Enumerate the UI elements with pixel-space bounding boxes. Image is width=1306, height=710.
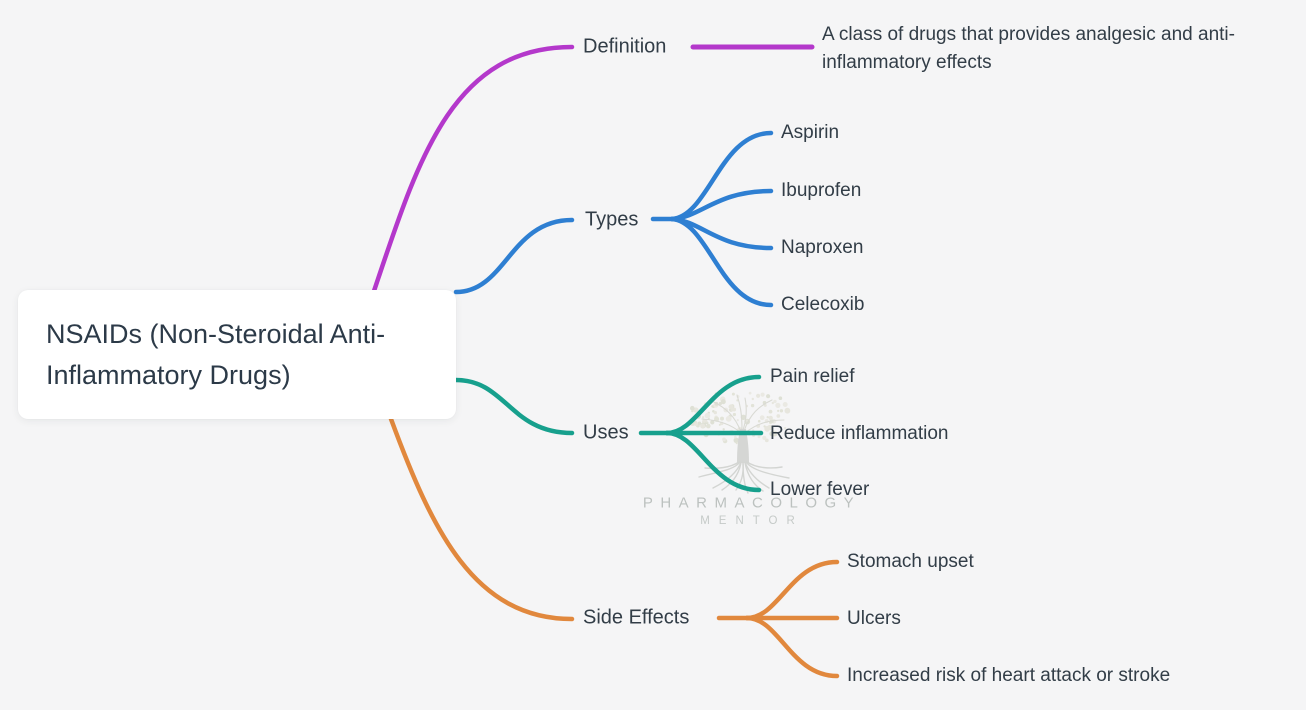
branch-uses-lines (453, 374, 764, 493)
root-node[interactable]: NSAIDs (Non-Steroidal Anti-Inflammatory … (18, 290, 456, 419)
branch-definition-curve (371, 44, 575, 294)
tree-leaf-dot (778, 396, 783, 401)
tree-leaf-dot (718, 401, 723, 406)
tree-leaf-dot (711, 405, 714, 408)
tree-leaf-dot (756, 393, 761, 398)
node-pain-relief[interactable]: Pain relief (770, 366, 855, 387)
tree-leaf-dot (757, 419, 761, 423)
tree-roots (698, 461, 790, 494)
tree-leaf-dot (763, 425, 766, 428)
tree-leaf-dot (760, 392, 765, 397)
tree-leaf-dot (769, 431, 774, 436)
node-increased-risk[interactable]: Increased risk of heart attack or stroke (847, 665, 1171, 686)
tree-leaf-dot (713, 410, 717, 415)
tree-leaf-dot (734, 435, 737, 439)
tree-leaf-dot (766, 394, 771, 399)
tree-leaf-dot (759, 415, 765, 421)
tree-leaf-dot (700, 423, 706, 429)
connector-aspirin (669, 130, 774, 222)
tree-leaf-dot (773, 399, 777, 404)
tree-leaf-dot (757, 435, 761, 439)
tree-leaf-dot (762, 435, 767, 440)
tree-leaf-dot (736, 419, 739, 422)
node-uses[interactable]: Uses (583, 421, 629, 444)
branch-types-curve (453, 217, 575, 295)
tree-leaf-dot (784, 427, 787, 430)
branch-uses-curve (453, 377, 575, 436)
node-types[interactable]: Types (585, 208, 639, 231)
node-stomach-upset[interactable]: Stomach upset (847, 551, 974, 572)
tree-leaf-dot (697, 421, 702, 425)
node-celecoxib[interactable]: Celecoxib (781, 294, 865, 315)
tree-leaf-dot (767, 424, 773, 430)
branch-side-effects-curve (388, 416, 575, 622)
tree-leaf-dot (777, 409, 780, 412)
tree-leaf-dot (704, 412, 711, 419)
tree-leaf-dot (763, 403, 767, 407)
node-ibuprofen[interactable]: Ibuprofen (781, 180, 862, 201)
root-node-title: NSAIDs (Non-Steroidal Anti-Inflammatory … (46, 318, 386, 390)
connector-stomach-upset (744, 559, 840, 621)
tree-leaf-dot (690, 405, 695, 411)
tree-leaf-dot (701, 416, 705, 419)
connector-increased-risk (744, 615, 840, 679)
node-side-effects[interactable]: Side Effects (583, 606, 690, 629)
tree-leaf-dot (764, 438, 769, 443)
tree-leaf-dot (748, 391, 752, 395)
tree-leaf-dot (732, 412, 737, 417)
node-definition[interactable]: Definition (583, 35, 667, 58)
watermark-brand-subtext: MENTOR (700, 515, 804, 527)
tree-leaf-dot (733, 437, 739, 443)
node-ulcers[interactable]: Ulcers (847, 608, 901, 629)
tree-leaf-dot (766, 416, 769, 419)
tree-trunk (737, 429, 749, 463)
tree-leaf-dot (775, 402, 781, 408)
tree-leaf-dot (779, 409, 784, 413)
branch-side-effects-lines (388, 416, 840, 679)
connector-celecoxib (669, 216, 774, 308)
tree-leaf-dot (768, 409, 773, 414)
tree-leaf-dot (782, 402, 788, 407)
tree-leaf-dot (771, 401, 774, 405)
tree-leaf-dot (735, 442, 738, 445)
connector-ibuprofen (669, 188, 774, 222)
watermark-brand-text: PHARMACOLOGY (642, 494, 862, 512)
node-lower-fever[interactable]: Lower fever (770, 479, 870, 500)
tree-leaf-dot (691, 410, 694, 413)
tree-leaf-dot (725, 415, 732, 422)
tree-leaf-dot (706, 423, 711, 429)
tree-leaf-dot (784, 407, 791, 414)
branch-types-lines (453, 130, 774, 308)
connector-pain-relief (664, 374, 762, 436)
tree-leaf-dot (732, 407, 737, 412)
connector-lower-fever (664, 430, 762, 493)
tree-leaf-dot (751, 397, 754, 401)
tree-leaf-dot (694, 422, 698, 426)
tree-leaf-dot (693, 407, 699, 413)
node-aspirin[interactable]: Aspirin (781, 122, 840, 143)
branch-definition-lines (371, 44, 815, 294)
node-definition-note[interactable]: A class of drugs that provides analgesic… (822, 24, 1235, 73)
tree-leaf-dot (750, 403, 755, 408)
tree-leaf-dot (722, 428, 725, 431)
tree-leaf-dot (728, 404, 734, 410)
tree-leaf-dot (776, 414, 781, 418)
tree-leaf-dot (710, 420, 715, 425)
node-reduce-inflammation[interactable]: Reduce inflammation (770, 423, 949, 444)
tree-leaf-dot (720, 416, 724, 421)
tree-leaf-dot (720, 399, 726, 405)
node-naproxen[interactable]: Naproxen (781, 237, 864, 258)
tree-leaf-dot (728, 408, 732, 412)
tree-leaf-dot (704, 422, 707, 425)
tree-leaf-dot (722, 437, 726, 442)
tree-leaf-dot (745, 419, 749, 422)
tree-leaf-dot (731, 392, 735, 396)
tree-leaf-dot (718, 423, 721, 426)
tree-leaf-dot (768, 415, 773, 421)
